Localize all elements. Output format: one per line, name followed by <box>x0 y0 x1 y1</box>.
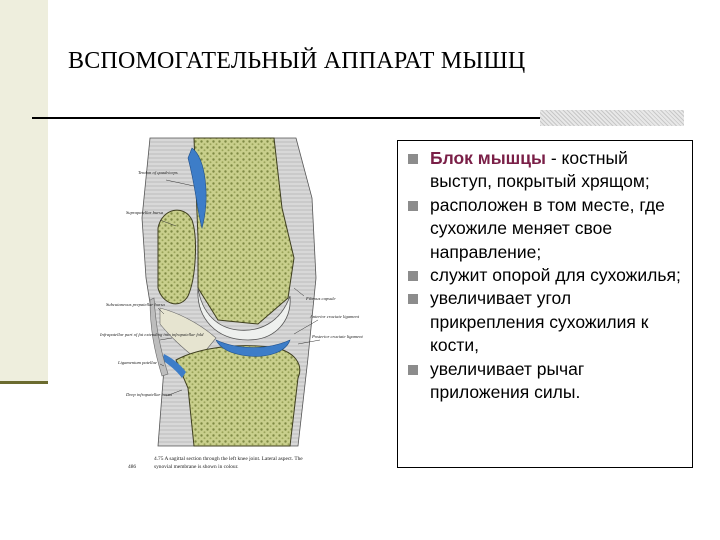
label-deep-bursa: Deep infrapatellar bursa <box>125 392 173 397</box>
bullet-text: служит опорой для сухожилья; <box>430 265 681 286</box>
content-textbox: Блок мышцы - костный выступ, покрытый хр… <box>397 140 693 468</box>
label-subcutaneous: Subcutaneous prepatellar bursa <box>106 302 165 307</box>
bullet-text: - костный выступ, покрытый хрящом; <box>430 148 650 192</box>
title-underline-accent <box>540 110 684 126</box>
bullet-item: увеличивает рычаг приложения силы. <box>408 358 686 405</box>
bullet-square-icon <box>408 364 418 375</box>
bullet-square-icon <box>408 271 418 282</box>
figure-page-number: 486 <box>128 464 136 470</box>
bullet-list: Блок мышцы - костный выступ, покрытый хр… <box>408 147 686 404</box>
bullet-square-icon <box>408 294 418 305</box>
label-tendon: Tendon of quadriceps <box>138 170 178 175</box>
bullet-text: увеличивает рычаг приложения силы. <box>430 358 585 403</box>
label-fibrous-capsule: Fibrous capsule <box>305 296 336 301</box>
bullet-text: расположен в том месте, где сухожиле мен… <box>430 194 665 262</box>
bullet-item: Блок мышцы - костный выступ, покрытый хр… <box>408 147 686 194</box>
bullet-square-icon <box>408 154 418 164</box>
bullet-item: расположен в том месте, где сухожиле мен… <box>408 194 686 264</box>
label-suprapatellar: Suprapatellar bursa <box>126 210 164 215</box>
bullet-square-icon <box>408 200 418 211</box>
label-ligamentum: Ligamentum patellae <box>117 360 157 365</box>
figure-caption-line2: synovial membrane is shown in colour. <box>154 464 238 470</box>
title-underline <box>32 117 682 119</box>
knee-joint-figure: Tendon of quadriceps Suprapatellar bursa… <box>98 128 374 476</box>
label-posterior-cruciate: Posterior cruciate ligament <box>311 334 364 339</box>
bullet-item: служит опорой для сухожилья; <box>408 264 686 287</box>
left-decor-bar <box>0 0 48 383</box>
bullet-lead-term: Блок мышцы <box>430 148 546 168</box>
label-anterior-cruciate: Anterior cruciate ligament <box>309 314 360 319</box>
label-infrapatellar-fat: Infrapatellar part of fat extending into… <box>99 332 204 337</box>
left-decor-line <box>0 381 48 384</box>
bullet-text: увеличивает угол прикрепления сухожилия … <box>430 288 649 356</box>
figure-caption-line1: 4.75 A sagittal section through the left… <box>154 455 303 462</box>
bullet-item: увеличивает угол прикрепления сухожилия … <box>408 287 686 357</box>
slide-title: ВСПОМОГАТЕЛЬНЫЙ АППАРАТ МЫШЦ <box>68 48 526 74</box>
knee-illustration: Tendon of quadriceps Suprapatellar bursa… <box>99 137 364 470</box>
